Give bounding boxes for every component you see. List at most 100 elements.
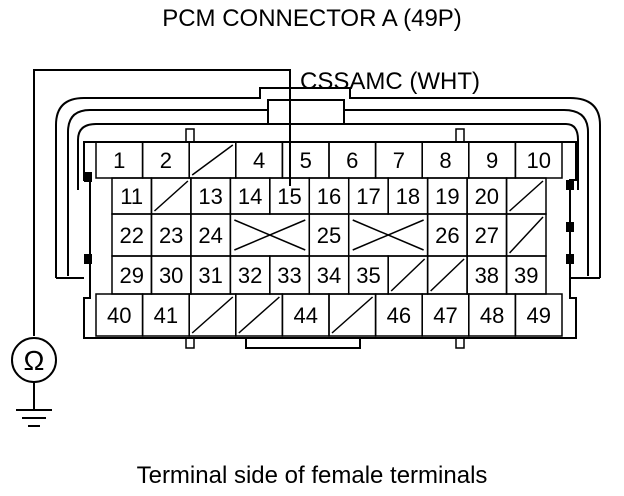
- terminal-number: 47: [433, 303, 457, 328]
- terminal-number: 5: [300, 148, 312, 173]
- terminal-number: 40: [107, 303, 131, 328]
- terminal-cell: 27: [466, 213, 508, 257]
- terminal-number: 16: [317, 184, 341, 209]
- terminal-cell: 8: [421, 141, 470, 179]
- terminal-number: 24: [198, 223, 222, 248]
- empty-slot-mark: [153, 180, 189, 212]
- terminal-cell: 4: [235, 141, 284, 179]
- terminal-number: 6: [346, 148, 358, 173]
- terminal-cell: [505, 177, 547, 215]
- terminal-cell: 47: [421, 293, 470, 337]
- terminal-number: 35: [356, 263, 380, 288]
- terminal-number: 27: [475, 223, 499, 248]
- terminal-cell: 18: [387, 177, 429, 215]
- terminal-number: 13: [198, 184, 222, 209]
- terminal-cell: 33: [269, 255, 311, 295]
- terminal-cell: 30: [150, 255, 192, 295]
- terminal-cell: 26: [426, 213, 468, 257]
- terminal-number: 7: [393, 148, 405, 173]
- empty-slot-mark: [390, 258, 426, 292]
- terminal-number: 10: [526, 148, 550, 173]
- terminal-number: 29: [119, 263, 143, 288]
- terminal-cell: 7: [374, 141, 423, 179]
- blocked-slot-mark: [352, 219, 424, 251]
- terminal-cell: [426, 255, 468, 295]
- terminal-cell: 16: [308, 177, 350, 215]
- terminal-number: 30: [159, 263, 183, 288]
- empty-slot-mark: [238, 296, 280, 334]
- empty-slot-mark: [191, 296, 234, 334]
- terminal-cell: 29: [111, 255, 153, 295]
- terminal-cell: 35: [347, 255, 389, 295]
- terminal-number: 41: [154, 303, 178, 328]
- terminal-cell: 17: [347, 177, 389, 215]
- empty-slot-mark: [508, 216, 544, 254]
- terminal-cell: 9: [468, 141, 517, 179]
- terminal-cell: 41: [141, 293, 190, 337]
- terminal-cell: 48: [468, 293, 517, 337]
- terminal-number: 4: [253, 148, 265, 173]
- terminal-number: 18: [396, 184, 420, 209]
- terminal-cell: [235, 293, 284, 337]
- terminal-number: 22: [119, 223, 143, 248]
- terminal-cell: 20: [466, 177, 508, 215]
- empty-slot-mark: [430, 258, 465, 292]
- terminal-number: 34: [317, 263, 341, 288]
- terminal-cell: 44: [281, 293, 330, 337]
- terminal-cell: 34: [308, 255, 350, 295]
- terminal-number: 44: [293, 303, 317, 328]
- empty-slot-mark: [331, 296, 374, 334]
- terminal-cell: [150, 177, 192, 215]
- terminal-number: 38: [475, 263, 499, 288]
- connector-shell: [55, 87, 601, 349]
- terminal-cell: 10: [514, 141, 563, 179]
- terminal-number: 25: [317, 223, 341, 248]
- terminal-number: 31: [198, 263, 222, 288]
- ohm-symbol: Ω: [24, 345, 45, 376]
- terminal-cell: 11: [111, 177, 153, 215]
- terminal-number: 15: [277, 184, 301, 209]
- terminal-cell: 24: [190, 213, 232, 257]
- terminal-cell: 46: [374, 293, 423, 337]
- terminal-cell-border: [514, 293, 563, 337]
- terminal-cell: 23: [150, 213, 192, 257]
- terminal-cell: 39: [505, 255, 547, 295]
- terminal-number: 49: [526, 303, 550, 328]
- terminal-number: 17: [356, 184, 380, 209]
- terminal-cell: [188, 293, 237, 337]
- terminal-cell: 38: [466, 255, 508, 295]
- diagram-title: PCM CONNECTOR A (49P): [162, 5, 462, 32]
- terminal-cell: 25: [308, 213, 350, 257]
- ground-icon: [16, 409, 52, 427]
- terminal-cell: 32: [229, 255, 271, 295]
- empty-slot-mark: [191, 144, 234, 176]
- terminal-cell: 14: [229, 177, 271, 215]
- terminal-cell: 22: [111, 213, 153, 257]
- blocked-slot-mark: [234, 219, 306, 251]
- terminal-cell: [387, 255, 429, 295]
- meter-wiring: Ω: [11, 69, 291, 427]
- terminal-cell: 40: [95, 293, 144, 337]
- terminal-number: 9: [486, 148, 498, 173]
- terminal-cell: [229, 213, 311, 257]
- terminal-cell: 13: [190, 177, 232, 215]
- wire-label: CSSAMC (WHT): [300, 68, 480, 95]
- terminal-cell: 6: [328, 141, 377, 179]
- terminal-cell: [188, 141, 237, 179]
- terminal-cell: [505, 213, 547, 257]
- terminal-number: 33: [277, 263, 301, 288]
- terminal-number: 1: [113, 148, 125, 173]
- terminal-number: 8: [439, 148, 451, 173]
- empty-slot-mark: [509, 180, 544, 212]
- terminal-number: 39: [514, 263, 538, 288]
- terminal-number: 48: [480, 303, 504, 328]
- terminal-cell: 31: [190, 255, 232, 295]
- terminal-number: 2: [160, 148, 172, 173]
- terminal-cell: 49: [514, 293, 563, 337]
- terminal-cell: [347, 213, 429, 257]
- terminal-number: 20: [475, 184, 499, 209]
- terminal-cell: 1: [95, 141, 144, 179]
- terminal-number: 11: [120, 184, 143, 209]
